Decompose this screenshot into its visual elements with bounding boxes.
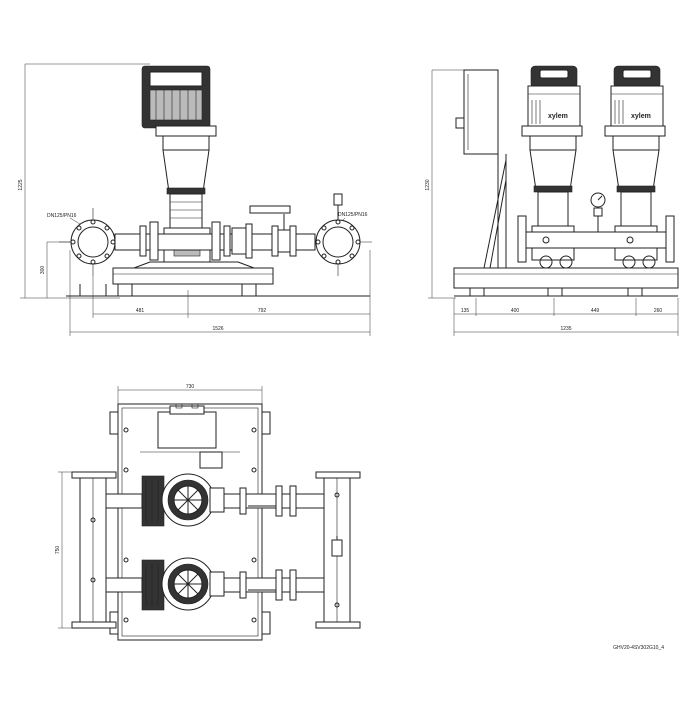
side-brand-1: xylem [548, 113, 568, 120]
front-dim-total: 1526 [212, 326, 223, 332]
side-dim-total: 1235 [560, 326, 571, 332]
side-height-dim: 1230 [425, 179, 431, 190]
side-dim-c: 449 [591, 308, 600, 314]
top-width-dim: 730 [186, 384, 195, 390]
top-pump-1 [141, 473, 225, 527]
side-control-cabinet [463, 69, 499, 155]
side-view: 1230 xylem [425, 65, 679, 336]
top-pump-2 [141, 557, 225, 611]
side-pump-1: xylem [521, 65, 583, 269]
drawing-code: GHV20-4SV302G10_4 [613, 645, 664, 651]
front-view: 1225 300 DN125/PN16 DN125/PN16 [18, 63, 372, 336]
front-right-port-label: DN125/PN16 [338, 212, 368, 218]
top-view: 730 750 [55, 384, 361, 641]
side-dim-d: 260 [654, 308, 663, 314]
side-brand-2: xylem [631, 113, 651, 120]
front-dim-right: 792 [258, 308, 267, 314]
side-dim-b: 400 [511, 308, 520, 314]
front-height-dim: 1225 [18, 179, 24, 190]
front-left-port-label: DN125/PN16 [47, 213, 77, 219]
side-dim-a: 135 [461, 308, 470, 314]
top-depth-dim: 750 [55, 546, 61, 555]
front-dim-left: 481 [136, 308, 145, 314]
front-inlet-dim: 300 [40, 266, 46, 275]
